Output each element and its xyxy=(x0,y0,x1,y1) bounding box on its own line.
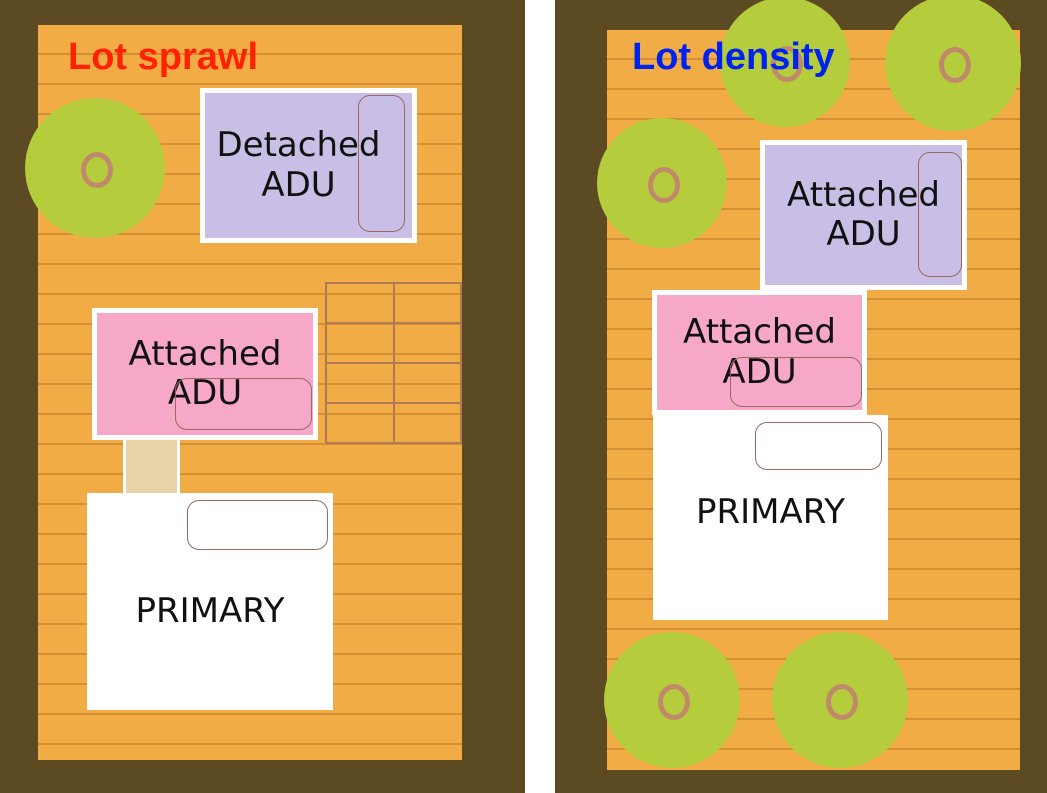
tree xyxy=(604,632,740,768)
lot-density-title: Lot density xyxy=(632,36,835,78)
attached-adu-feature xyxy=(175,378,312,430)
primary-house: PRIMARY xyxy=(87,493,333,710)
attached-adu-bottom: Attached ADU xyxy=(652,290,867,415)
detached-adu: Detached ADU xyxy=(200,88,417,243)
attached-adu-top-feature xyxy=(918,152,962,277)
attached-adu-bottom-label-1: Attached xyxy=(683,312,836,353)
primary-right-label: PRIMARY xyxy=(696,491,845,532)
primary-right-feature xyxy=(755,422,882,470)
detached-adu-feature xyxy=(358,95,405,232)
attached-adu-top-label-1: Attached xyxy=(787,174,940,215)
tree xyxy=(597,118,727,248)
garden-grid xyxy=(325,282,462,444)
primary-house-right: PRIMARY xyxy=(653,415,888,620)
connector xyxy=(123,440,180,495)
detached-adu-label-2: ADU xyxy=(261,164,336,205)
attached-adu-bottom-feature xyxy=(730,357,862,407)
attached-adu-top: Attached ADU xyxy=(760,140,967,290)
lot-sprawl-title: Lot sprawl xyxy=(68,36,259,78)
tree xyxy=(25,98,165,238)
primary-feature xyxy=(187,500,328,550)
tree xyxy=(772,632,908,768)
primary-label: PRIMARY xyxy=(135,590,285,631)
tree xyxy=(720,0,850,127)
tree xyxy=(885,0,1021,131)
attached-adu-label-1: Attached xyxy=(128,333,282,374)
attached-adu-top-label-2: ADU xyxy=(826,214,901,254)
detached-adu-label-1: Detached xyxy=(216,125,381,166)
attached-adu: Attached ADU xyxy=(92,308,318,440)
